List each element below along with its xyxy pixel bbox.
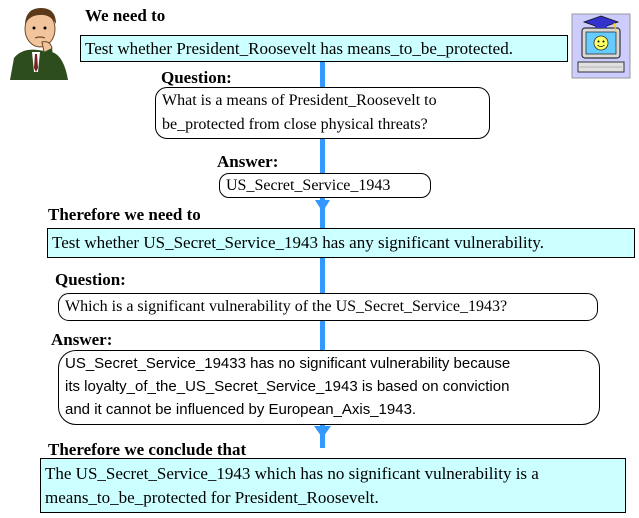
conclusion-line-2: means_to_be_protected for President_Roos…	[45, 488, 379, 507]
question-box-1: What is a means of President_Roosevelt t…	[155, 87, 490, 139]
conclude-heading: Therefore we conclude that	[48, 440, 247, 459]
answer-box-2-line-2: its loyalty_of_the_US_Secret_Service_194…	[65, 378, 510, 395]
thinking-person-icon	[4, 2, 78, 80]
answer-box-1: US_Secret_Service_1943	[219, 173, 431, 198]
question-box-1-line-1: What is a means of President_Roosevelt t…	[162, 92, 437, 109]
need-heading-2: Therefore we need to	[48, 205, 201, 224]
question-box-1-line-2: be_protected from close physical threats…	[162, 116, 428, 133]
answer-box-2: US_Secret_Service_19433 has no significa…	[58, 350, 600, 425]
task-box-2: Test whether US_Secret_Service_1943 has …	[47, 228, 635, 258]
answer-heading-2: Answer:	[51, 330, 113, 349]
flow-arrow-head-1	[315, 200, 330, 212]
answer-heading-1: Answer:	[217, 152, 279, 171]
question-box-2: Which is a significant vulnerability of …	[58, 293, 598, 321]
computer-graduate-icon	[570, 12, 632, 80]
conclusion-box: The US_Secret_Service_1943 which has no …	[40, 458, 626, 513]
flow-arrow-head-2	[314, 426, 331, 438]
answer-box-2-line-1: US_Secret_Service_19433 has no significa…	[65, 355, 511, 372]
task-box-1: Test whether President_Roosevelt has mea…	[80, 35, 568, 62]
conclusion-line-1: The US_Secret_Service_1943 which has no …	[45, 464, 539, 483]
question-heading-2: Question:	[55, 270, 126, 289]
need-heading-1: We need to	[85, 6, 166, 25]
answer-box-2-line-3: and it cannot be influenced by European_…	[65, 401, 417, 418]
question-heading-1: Question:	[161, 68, 232, 87]
